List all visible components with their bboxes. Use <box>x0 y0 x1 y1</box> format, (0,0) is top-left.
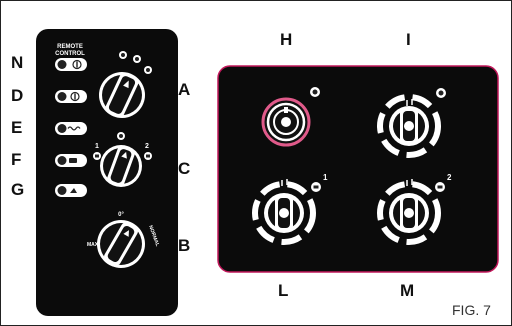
label-b: B <box>178 236 191 255</box>
burner-h[interactable] <box>261 87 320 147</box>
knob-c-mark-2: 2 <box>145 143 149 150</box>
remote-control-label-line1: REMOTE <box>57 44 83 50</box>
knob-b-mark-max: MAX <box>87 242 99 248</box>
remote-control-button[interactable] <box>55 58 87 71</box>
label-i: I <box>406 30 411 49</box>
label-c: C <box>178 159 191 178</box>
knob-c-mark-1: 1 <box>95 143 99 150</box>
burner-m[interactable]: 2 <box>377 173 452 245</box>
knob-c[interactable]: 1 2 <box>93 132 152 188</box>
label-g: G <box>11 180 25 199</box>
label-h: H <box>280 30 293 49</box>
power-button[interactable] <box>55 90 87 103</box>
knob-a[interactable] <box>99 51 152 119</box>
burner-panel <box>217 65 499 273</box>
remote-control-label-line2: CONTROL <box>55 51 85 57</box>
label-l: L <box>278 281 289 300</box>
label-f: F <box>11 150 22 169</box>
label-n: N <box>11 53 24 72</box>
burner-m-mark: 2 <box>447 173 452 182</box>
knob-b-mark-zero: 0° <box>118 212 124 218</box>
burner-l[interactable]: 1 <box>252 173 328 245</box>
burner-button[interactable] <box>55 154 87 167</box>
heat-wave-button[interactable] <box>55 122 87 135</box>
label-a: A <box>178 80 191 99</box>
burner-l-mark: 1 <box>323 173 328 182</box>
label-m: M <box>400 281 415 300</box>
fan-button[interactable] <box>55 184 87 197</box>
figure-caption: FIG. 7 <box>452 302 491 318</box>
label-d: D <box>11 86 24 105</box>
label-e: E <box>11 118 23 137</box>
burner-i[interactable] <box>377 88 446 158</box>
